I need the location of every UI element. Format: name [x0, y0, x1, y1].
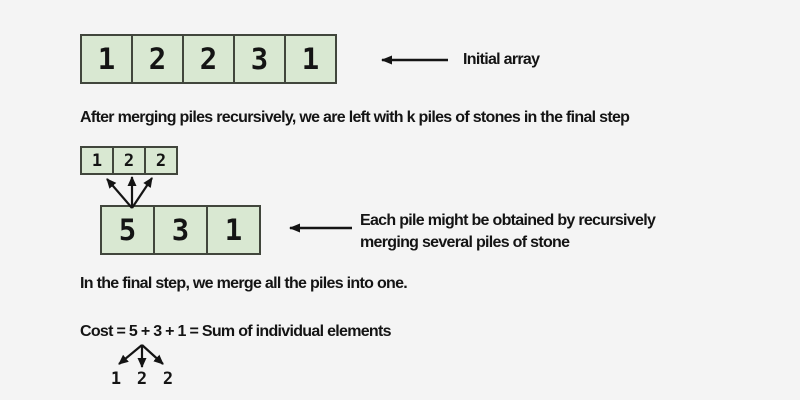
array-cell: 2	[144, 146, 178, 175]
left-arrow-icon	[381, 55, 448, 65]
breakdown-digit: 1	[110, 369, 122, 389]
array-cell: 1	[80, 34, 133, 84]
cost-breakdown-row: 1 2 2	[108, 369, 176, 389]
merged-label-line1: Each pile might be obtained by recursive…	[360, 212, 656, 229]
array-cell: 5	[100, 205, 155, 255]
merged-label-line2: merging several piles of stone	[360, 234, 570, 251]
breakdown-digit: 2	[136, 369, 148, 389]
array-cell: 2	[131, 34, 184, 84]
left-arrow-icon	[289, 223, 352, 233]
fan-down-arrows-icon	[118, 344, 164, 368]
array-cell: 3	[153, 205, 208, 255]
fan-up-arrows-icon	[106, 176, 153, 209]
explanation-text-1: After merging piles recursively, we are …	[80, 109, 630, 126]
array-cell: 1	[284, 34, 337, 84]
k-piles-array: 1 2 2	[80, 146, 178, 175]
breakdown-digit: 2	[162, 369, 174, 389]
initial-array: 1 2 2 3 1	[80, 34, 337, 84]
cost-equation: Cost = 5 + 3 + 1 = Sum of individual ele…	[80, 323, 392, 340]
explanation-text-2: In the final step, we merge all the pile…	[80, 275, 408, 292]
array-cell: 1	[206, 205, 261, 255]
merged-array-label: Each pile might be obtained by recursive…	[360, 210, 656, 254]
array-cell: 3	[233, 34, 286, 84]
array-cell: 2	[182, 34, 235, 84]
merged-array: 5 3 1	[100, 205, 261, 255]
array-cell: 2	[112, 146, 146, 175]
initial-array-label: Initial array	[463, 51, 540, 68]
